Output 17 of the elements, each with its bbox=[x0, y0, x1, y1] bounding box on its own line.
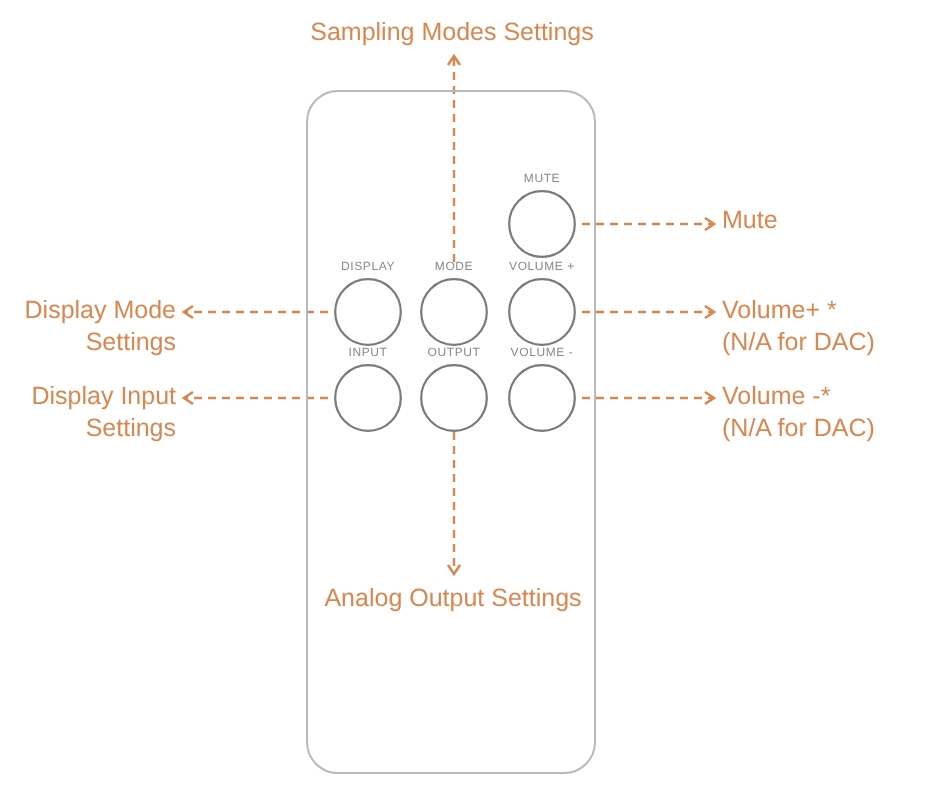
callout-label: Sampling Modes Settings bbox=[310, 18, 594, 46]
dashed-arrow bbox=[446, 54, 462, 262]
callout-label: Analog Output Settings bbox=[324, 584, 582, 612]
dashed-arrow bbox=[582, 304, 716, 320]
callout-label: Volume -* bbox=[722, 382, 831, 410]
callout-note: (N/A for DAC) bbox=[722, 414, 875, 442]
dashed-arrow bbox=[182, 390, 328, 406]
callout-label: Volume+ * bbox=[722, 296, 837, 324]
dashed-arrow bbox=[582, 216, 716, 232]
dashed-arrow bbox=[582, 390, 716, 406]
remote-control-body bbox=[306, 90, 596, 774]
callout-label: Mute bbox=[722, 206, 778, 234]
dashed-arrow bbox=[182, 304, 328, 320]
callout-note: (N/A for DAC) bbox=[722, 328, 875, 356]
dashed-arrow bbox=[446, 432, 462, 576]
callout-label: Display Mode Settings bbox=[24, 296, 176, 356]
callout-label: Display Input Settings bbox=[31, 382, 176, 442]
